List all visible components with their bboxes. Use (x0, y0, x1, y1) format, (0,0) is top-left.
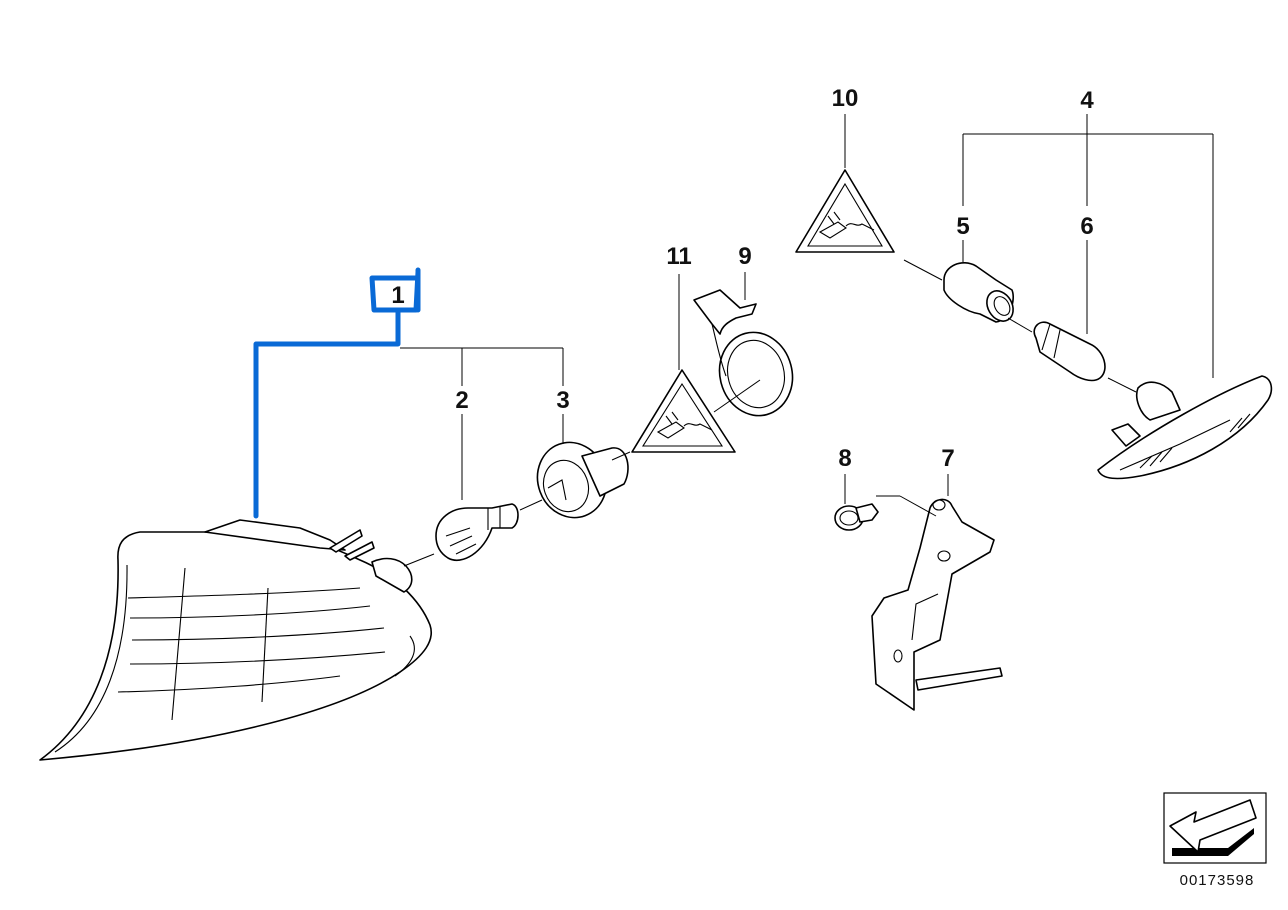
document-number: 00173598 (1180, 872, 1255, 889)
callout-11[interactable]: 11 (666, 243, 691, 270)
callout-5[interactable]: 5 (956, 213, 969, 240)
part-5-bulb-holder[interactable] (943, 262, 1018, 326)
part-10-warning-label[interactable] (795, 169, 895, 253)
callout-1[interactable]: 1 (391, 282, 404, 309)
callout-7[interactable]: 7 (941, 445, 954, 472)
leader-lines (400, 114, 1214, 567)
warning-triangle-plug-icon (818, 211, 875, 239)
callout-10[interactable]: 10 (832, 85, 859, 112)
callout-9[interactable]: 9 (738, 243, 751, 270)
part-11-warning-label[interactable] (631, 369, 736, 453)
direction-arrow-box (1163, 792, 1267, 864)
part-3-bulb-socket[interactable] (527, 433, 629, 528)
part-6-wedge-bulb[interactable] (1033, 321, 1106, 382)
part-2-bulb[interactable] (435, 503, 519, 562)
selection-highlight (253, 267, 421, 519)
callout-2[interactable]: 2 (455, 387, 468, 414)
warning-triangle-plug-icon (656, 411, 713, 439)
part-7-bracket[interactable] (871, 498, 1003, 711)
direction-arrow-icon (1169, 799, 1257, 856)
part-8-clip[interactable] (834, 503, 879, 531)
callout-3[interactable]: 3 (556, 387, 569, 414)
callout-6[interactable]: 6 (1080, 213, 1093, 240)
part-1-turn-indicator-lens[interactable] (39, 519, 432, 761)
part-9-seal-ring[interactable] (693, 289, 802, 424)
part-4-side-repeater[interactable] (1097, 375, 1273, 480)
callout-8[interactable]: 8 (838, 445, 851, 472)
callout-4[interactable]: 4 (1080, 87, 1094, 114)
